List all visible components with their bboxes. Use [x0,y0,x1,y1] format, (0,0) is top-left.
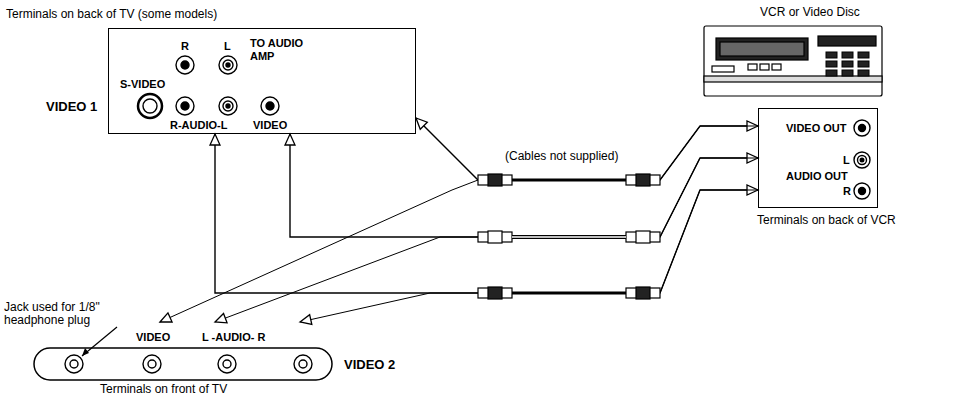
panel-heading: Terminals on back of VCR [757,213,896,227]
cable-plugs [478,174,660,299]
note: (Cables not supplied) [505,150,618,163]
jack-label: L [843,154,850,167]
jack-label: R [843,185,851,198]
input-name: VIDEO 1 [46,100,97,113]
jack-label: VIDEO OUT [786,122,847,135]
jack-label: L [224,40,231,53]
jack-label: R [181,40,189,53]
callout-note: Jack used for 1/8" headphone plug [4,301,116,327]
cable-connector [215,158,758,323]
jack-label: VIDEO [253,119,287,132]
cable-connector [416,118,758,180]
panel-heading: Terminals on front of TV [100,382,227,396]
cable-connector [300,190,758,324]
device-label: VCR or Video Disc [760,6,860,19]
input-name: VIDEO 2 [344,358,395,371]
tv-front-panel: Terminals on front of TV [30,322,340,398]
jack-label: AUDIO OUT [786,170,848,183]
panel-heading: Terminals on back of TV (some models) [6,7,217,21]
jack-label: R-AUDIO-L [170,119,227,132]
jack-label: TO AUDIO AMP [250,37,312,63]
jack-label: VIDEO [136,331,170,344]
jack-label: S-VIDEO [120,78,165,91]
cable-connector [160,126,758,322]
jack-label: L -AUDIO- R [202,331,265,344]
